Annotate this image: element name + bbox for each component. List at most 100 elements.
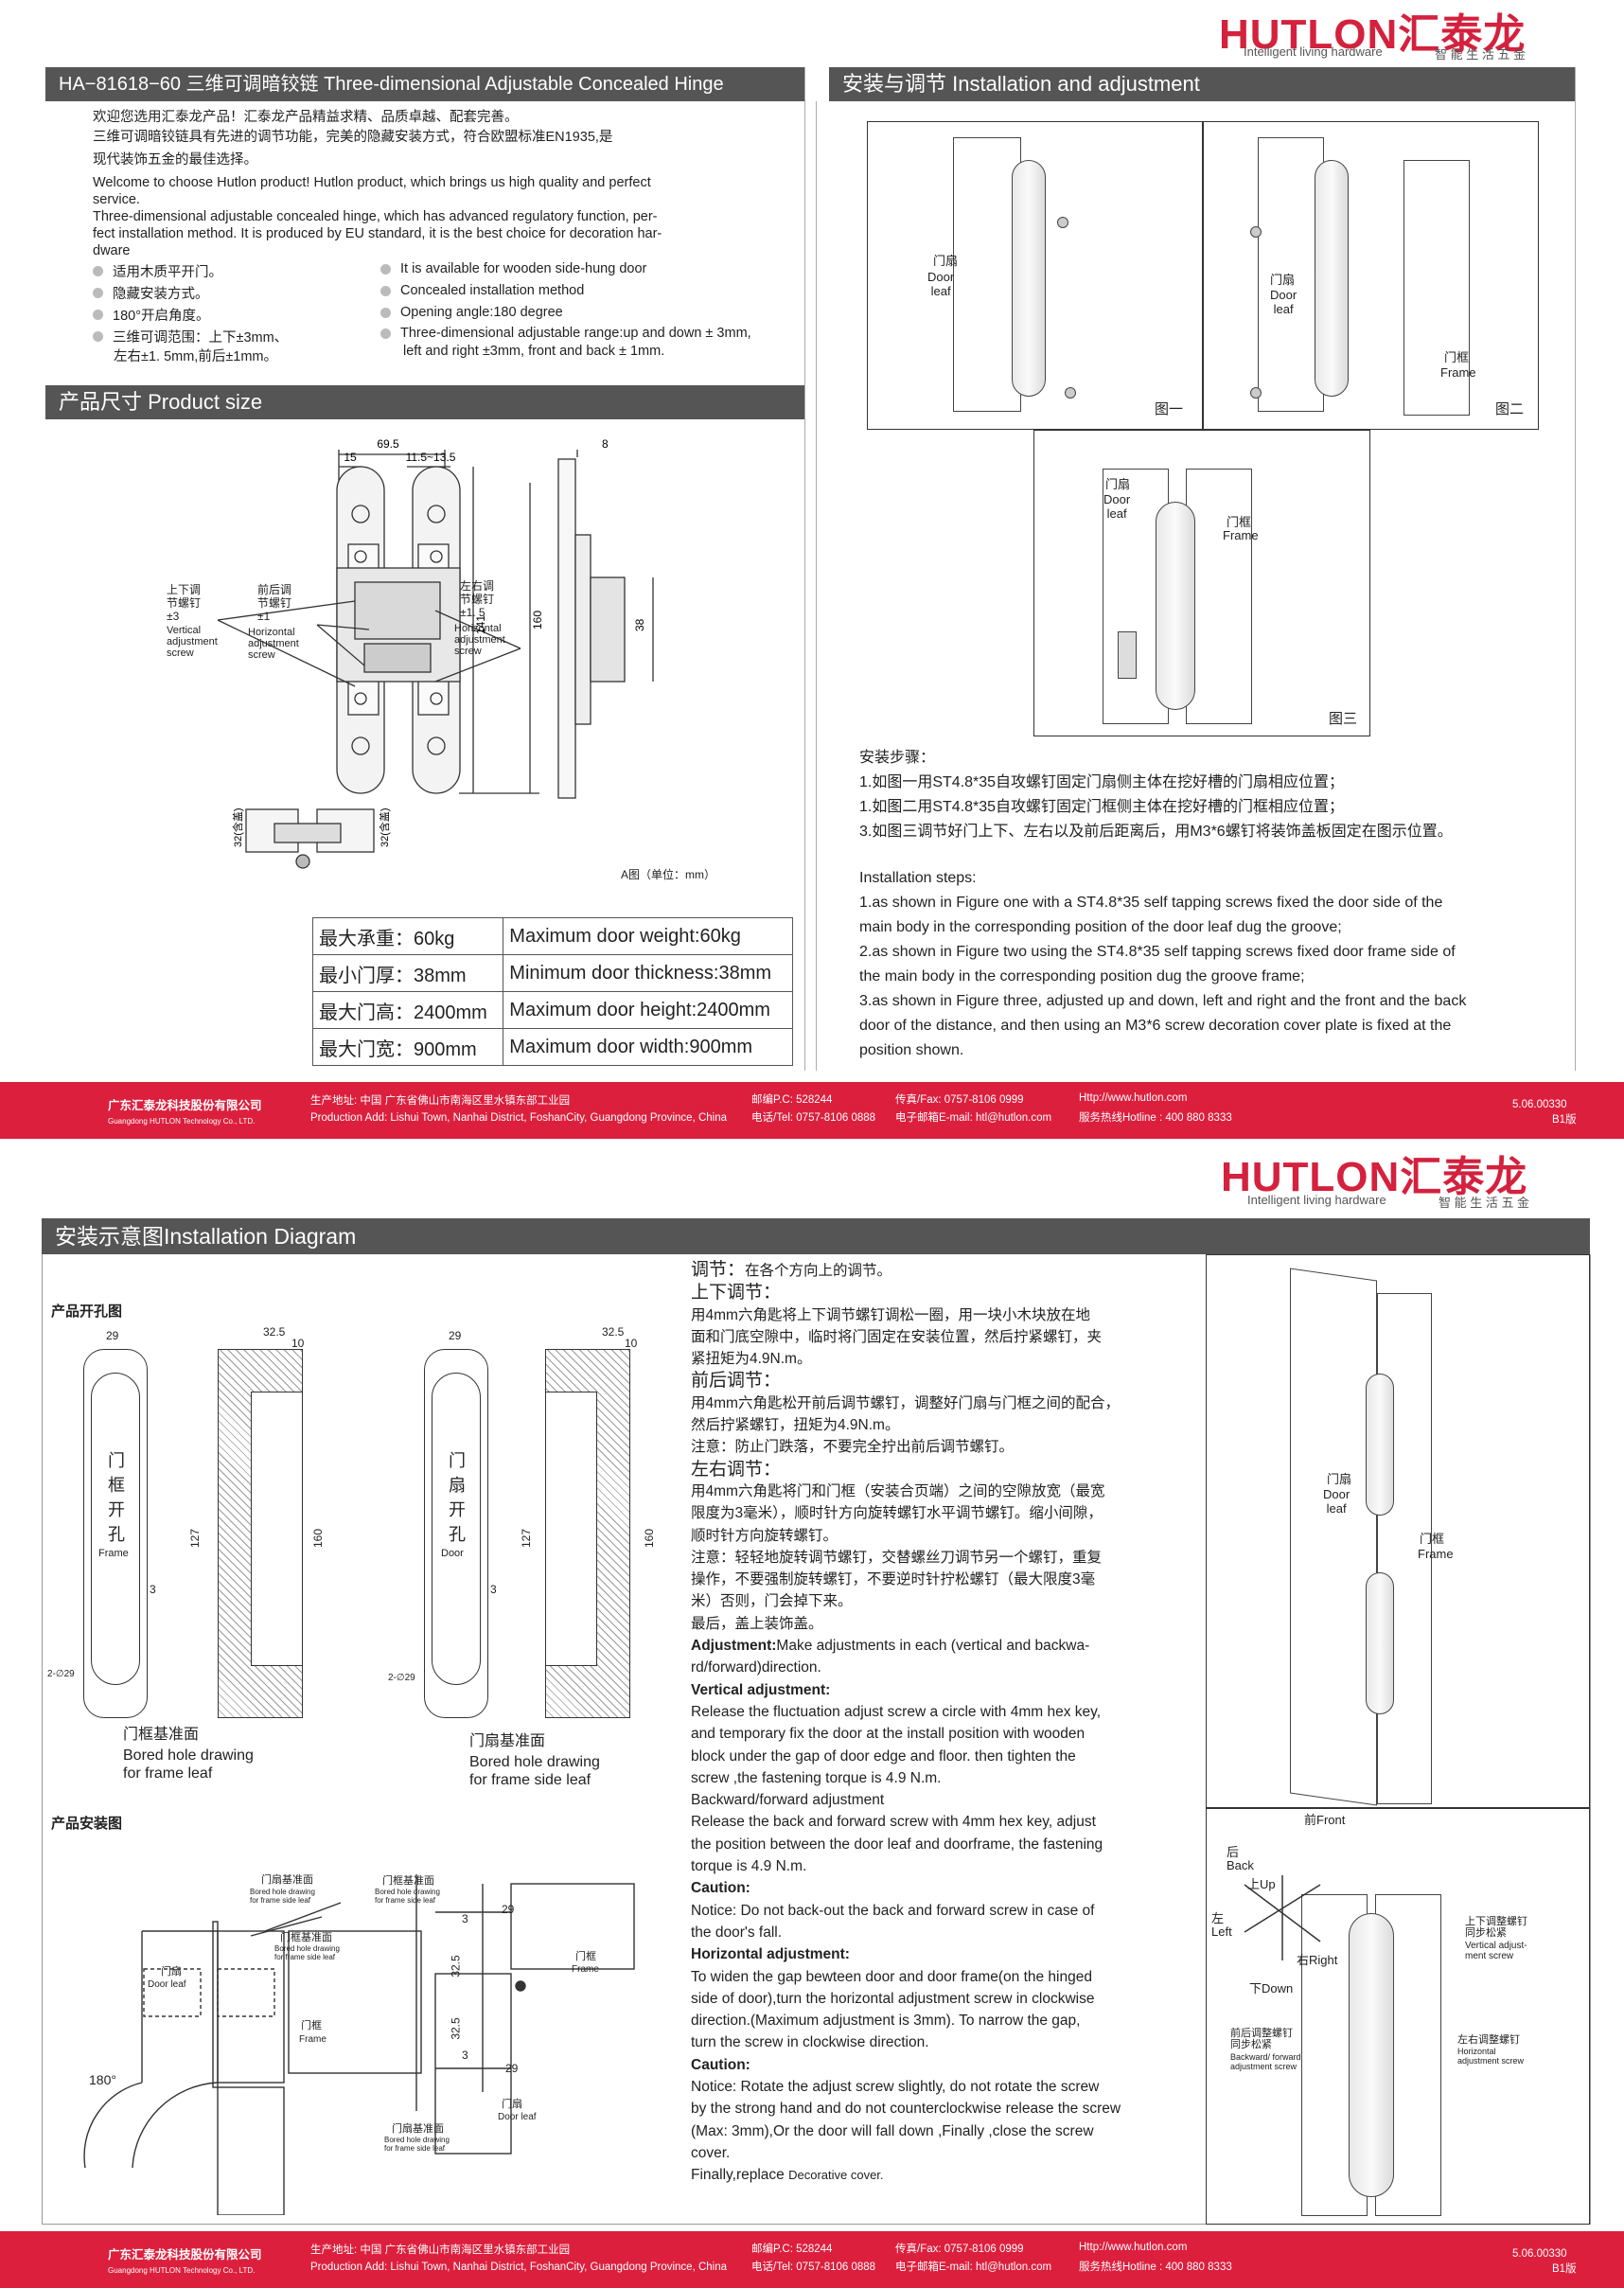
install-drawing <box>83 1874 635 2215</box>
vert-screw-en: Vertical adjustment screw <box>167 625 218 659</box>
footer-code: 5.06.00330 <box>1512 1099 1567 1110</box>
brand-logo: HUTLON汇泰龙 <box>1219 11 1527 58</box>
fig1-door-en: Door leaf <box>927 270 955 298</box>
install-diagram-bar: 安装示意图Installation Diagram <box>42 1218 1590 1254</box>
intro-cn-3: 现代装饰五金的最佳选择。 <box>93 152 257 168</box>
product-title-bar: HA−81618−60 三维可调暗铰链 Three-dimensional Ad… <box>45 67 804 101</box>
intro-en-3: Three-dimensional adjustable concealed h… <box>93 209 658 224</box>
inst-dim-32-5a: 32.5 <box>449 1955 463 1978</box>
dim-160b: 160 <box>311 1528 326 1549</box>
footer-pc: 邮编P.C: 528244 <box>751 1094 833 1106</box>
feature-cn-2: 隐藏安装方式。 <box>93 283 209 303</box>
dim-phi-b: 2-∅29 <box>388 1673 415 1683</box>
inst-bh3-cn: 门框基准面 <box>382 1875 434 1887</box>
footer-web[interactable]: Http://www.hutlon.com <box>1079 1092 1188 1104</box>
dim-32b: 32(含盖) <box>378 807 391 847</box>
frame-section-cut <box>251 1392 303 1666</box>
divider <box>804 67 805 1071</box>
footer-top: 广东汇泰龙科技股份有限公司 Guangdong HUTLON Technolog… <box>0 1082 1624 1139</box>
inst-bh2-cn: 门框基准面 <box>280 1932 332 1943</box>
inst-dim-32-5b: 32.5 <box>449 2017 463 2040</box>
door-assembly-figure <box>1206 1254 1590 1808</box>
fig3-door-en: Door leaf <box>1103 492 1131 521</box>
steps-en-6: door of the distance, and then using an … <box>859 1018 1452 1034</box>
fig-three-label: 图三 <box>1329 711 1358 727</box>
brand-tagline-en: Intelligent living hardware <box>1244 44 1383 59</box>
footer2-hotline: 服务热线Hotline : 400 880 8333 <box>1079 2261 1232 2273</box>
footer2-web[interactable]: Http://www.hutlon.com <box>1079 2242 1188 2253</box>
divider <box>816 101 817 1071</box>
product-size-bar: 产品尺寸 Product size <box>45 385 804 419</box>
dim-10: 10 <box>291 1337 305 1350</box>
steps-en-7: position shown. <box>859 1042 964 1058</box>
feature-cn-1: 适用木质平开门。 <box>93 261 222 281</box>
footer2-email[interactable]: 电子邮箱E-mail: htl@hutlon.com <box>895 2261 1052 2273</box>
feature-cn-3: 180°开启角度。 <box>93 305 210 325</box>
dim-127b: 127 <box>520 1528 534 1549</box>
fig2-door-en: Door leaf <box>1270 288 1297 316</box>
inst-door2-en: Door leaf <box>498 2112 537 2122</box>
door-slot-en: Door <box>441 1548 464 1559</box>
fig-a-caption: A图（单位：mm） <box>621 868 715 881</box>
right-door-cn: 门扇 <box>1327 1472 1352 1486</box>
door-slot-label: 门扇开孔 <box>449 1451 466 1544</box>
dim-32a: 32(含盖) <box>231 807 244 847</box>
footer-company-cn: 广东汇泰龙科技股份有限公司 <box>108 1099 262 1112</box>
fb-screw-en: Horizontal adjustment screw <box>248 627 299 661</box>
inst-bh4-cn: 门扇基准面 <box>392 2123 444 2135</box>
inst-bh4-en: Bored hole drawing for frame side leaf <box>384 2136 450 2153</box>
footer2-addr-cn: 生产地址: 中国 广东省佛山市南海区里水镇东部工业园 <box>310 2244 571 2256</box>
fig-one-label: 图一 <box>1155 401 1184 417</box>
fig3-frame-cn: 门框 <box>1227 515 1252 529</box>
footer2-fax: 传真/Fax: 0757-8106 0999 <box>895 2244 1024 2255</box>
inst-angle: 180° <box>89 2072 116 2087</box>
footer-email[interactable]: 电子邮箱E-mail: htl@hutlon.com <box>895 1112 1052 1124</box>
inst-door-en: Door leaf <box>148 1979 186 1990</box>
footer-addr-en: Production Add: Lishui Town, Nanhai Dist… <box>310 1112 728 1124</box>
fb-screw-cn: 前后调 节螺钉 ±1 <box>257 583 292 623</box>
footer2-pc: 邮编P.C: 528244 <box>751 2244 833 2255</box>
steps-en-5: 3.as shown in Figure three, adjusted up … <box>859 993 1467 1009</box>
footer-hotline: 服务热线Hotline : 400 880 8333 <box>1079 1112 1232 1124</box>
adj-vert-title: 上下调节： <box>691 1283 782 1304</box>
divider <box>1590 1254 1591 2225</box>
dim-10b: 10 <box>625 1337 638 1350</box>
adj-lr-title: 左右调节： <box>691 1459 782 1480</box>
fig-two-label: 图二 <box>1495 401 1525 417</box>
footer2-addr-en: Production Add: Lishui Town, Nanhai Dist… <box>310 2261 728 2273</box>
inst-dim-3b: 3 <box>462 2049 468 2062</box>
lr-adj-cn: 左右调整螺钉 <box>1457 2034 1520 2046</box>
open-title: 产品开孔图 <box>51 1304 123 1320</box>
fig1-door-cn: 门扇 <box>933 254 959 268</box>
inst-dim-29b: 29 <box>505 2062 519 2075</box>
dim-141: 141 <box>474 615 487 634</box>
feature-en-4: Three-dimensional adjustable range:up an… <box>380 326 751 341</box>
dim-3b: 3 <box>490 1583 497 1596</box>
vert-adj-en: Vertical adjust- ment screw <box>1465 1941 1527 1961</box>
figure-one <box>867 121 1204 430</box>
divider <box>1575 67 1576 1071</box>
steps-cn-2: 1.如图二用ST4.8*35自攻螺钉固定门框侧主体在挖好槽的门框相应位置； <box>859 799 1345 815</box>
dir-down: 下Down <box>1249 1981 1294 1995</box>
intro-cn-1: 欢迎您选用汇泰龙产品！汇泰龙产品精益求精、品质卓越、配套完善。 <box>93 110 519 125</box>
inst-dim-29: 29 <box>502 1903 515 1916</box>
dim-160: 160 <box>531 611 544 630</box>
dim-32-5b: 32.5 <box>602 1325 625 1339</box>
footer2-tel: 电话/Tel: 0757-8106 0888 <box>751 2261 876 2273</box>
door-slot-inner <box>432 1373 481 1685</box>
steps-cn: 安装步骤： 1.如图一用ST4.8*35自攻螺钉固定门扇侧主体在挖好槽的门扇相应… <box>859 746 1453 844</box>
brand-tagline-cn-2: 智 能 生 活 五 金 <box>1439 1196 1530 1210</box>
feature-en-5: left and right ±3mm, front and back ± 1m… <box>403 344 665 359</box>
fig2-frame-en: Frame <box>1440 365 1476 380</box>
inst-frame-en: Frame <box>299 2034 327 2045</box>
feature-en-2: Concealed installation method <box>380 283 584 298</box>
intro-cn-2: 三维可调暗铰链具有先进的调节功能，完美的隐藏安装方式，符合欧盟标准EN1935,… <box>93 130 613 145</box>
cap-door-cn: 门扇基准面 <box>469 1733 546 1749</box>
steps-en-1: 1.as shown in Figure one with a ST4.8*35… <box>859 895 1443 911</box>
cap-door-en: Bored hole drawing for frame side leaf <box>469 1754 600 1788</box>
dim-160c: 160 <box>643 1528 657 1549</box>
feature-cn-4: 三维可调范围：上下±3mm、 <box>93 327 288 346</box>
